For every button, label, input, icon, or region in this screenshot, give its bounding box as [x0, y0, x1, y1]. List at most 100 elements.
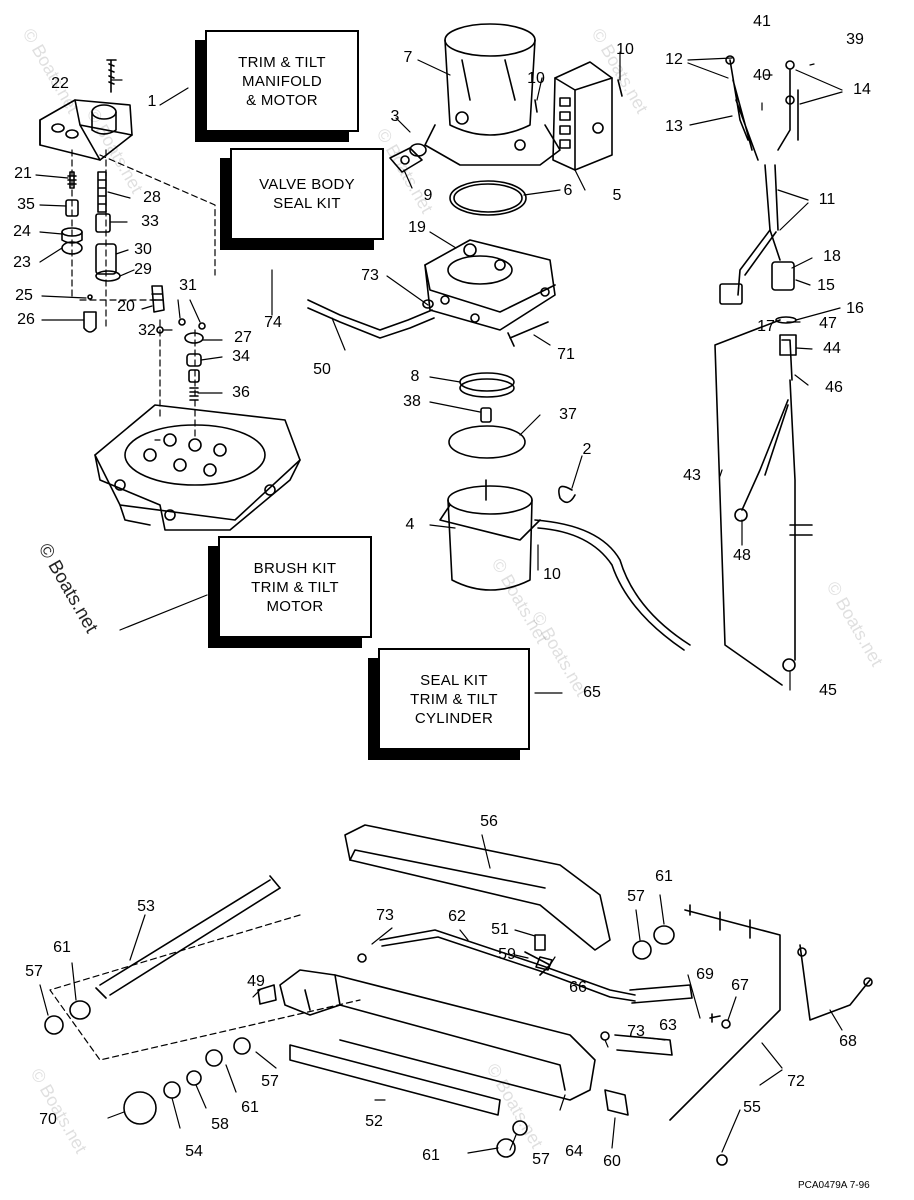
pump-drawing	[424, 239, 556, 331]
part-label: 10	[543, 566, 561, 583]
part-label: 29	[134, 261, 152, 278]
part-label: 66	[569, 979, 587, 996]
part-label: 57	[261, 1073, 279, 1090]
part-label: 14	[853, 81, 871, 98]
part-label: 35	[17, 196, 35, 213]
oring-6	[449, 180, 527, 216]
part-label: 57	[627, 888, 645, 905]
part-label: 55	[743, 1099, 761, 1116]
part-label: 8	[410, 368, 420, 385]
part-label: 25	[15, 287, 33, 304]
part-label: 68	[839, 1033, 857, 1050]
part-label: 23	[13, 254, 31, 271]
callout-box-manifold: TRIM & TILT MANIFOLD & MOTOR	[205, 30, 359, 132]
small-parts-bottom	[44, 925, 731, 1166]
part-label: 67	[731, 977, 749, 994]
harness-drawing	[714, 55, 813, 686]
part-label: 16	[846, 300, 864, 317]
part-label: 21	[14, 165, 32, 182]
plug-9	[389, 143, 427, 173]
manifold-cover-drawing	[39, 59, 133, 161]
part-label: 10	[616, 41, 634, 58]
part-label: 5	[612, 187, 622, 204]
oring-37	[448, 425, 526, 459]
part-label: 24	[13, 223, 31, 240]
part-label: 1	[147, 93, 157, 110]
part-label: 38	[403, 393, 421, 410]
part-label: 43	[683, 467, 701, 484]
part-label: 36	[232, 384, 250, 401]
valve-body-drawing	[94, 404, 301, 531]
part-label: 45	[819, 682, 837, 699]
clamp-8	[459, 372, 515, 398]
part-label: 18	[823, 248, 841, 265]
callout-text-manifold: TRIM & TILT MANIFOLD & MOTOR	[238, 53, 326, 109]
part-label: 71	[557, 346, 575, 363]
part-label: 6	[563, 182, 573, 199]
part-label: 28	[143, 189, 161, 206]
part-label: 48	[733, 547, 751, 564]
part-label: 49	[247, 973, 265, 990]
part-label: 61	[422, 1147, 440, 1164]
part-label: 33	[141, 213, 159, 230]
part-label: 3	[390, 108, 400, 125]
part-label: 44	[823, 340, 841, 357]
part-label: 64	[565, 1143, 583, 1160]
part-label: 69	[696, 966, 714, 983]
part-label: 4	[405, 516, 415, 533]
part-label: 11	[818, 191, 836, 208]
part-label: 73	[627, 1023, 645, 1040]
part-label: 32	[138, 322, 156, 339]
leader-lines	[35, 51, 843, 1154]
part-label: 17	[757, 318, 775, 335]
part-label: 65	[583, 684, 601, 701]
part-label: 62	[448, 908, 466, 925]
callout-box-brush-kit: BRUSH KIT TRIM & TILT MOTOR	[218, 536, 372, 638]
part-label: 60	[603, 1153, 621, 1170]
part-label: 10	[527, 70, 545, 87]
callout-text-brush-kit: BRUSH KIT TRIM & TILT MOTOR	[251, 559, 339, 615]
part-label: 13	[665, 118, 683, 135]
part-label: 51	[491, 921, 509, 938]
callout-box-valve-body: VALVE BODY SEAL KIT	[230, 148, 384, 240]
part-label: 61	[241, 1099, 259, 1116]
dashed-guides	[49, 149, 361, 1061]
part-label: 58	[211, 1116, 229, 1133]
part-label: 2	[582, 441, 592, 458]
trim-cylinder-drawing	[95, 824, 873, 1121]
part-label: 40	[753, 67, 771, 84]
part-label: 61	[53, 939, 71, 956]
part-label: 56	[480, 813, 498, 830]
part-label: 27	[234, 329, 252, 346]
part-label: 53	[137, 898, 155, 915]
part-label: 7	[403, 49, 413, 66]
part-label: 30	[134, 241, 152, 258]
motor-cover-drawing	[424, 23, 561, 166]
part-label: 39	[846, 31, 864, 48]
part-label: 70	[39, 1111, 57, 1128]
clip-2	[558, 485, 576, 504]
part-label: 57	[532, 1151, 550, 1168]
part-label: 72	[787, 1073, 805, 1090]
callout-text-seal-kit: SEAL KIT TRIM & TILT CYLINDER	[410, 671, 498, 727]
part-label: 50	[313, 361, 331, 378]
part-label: 59	[498, 946, 516, 963]
part-label: 61	[655, 868, 673, 885]
callout-text-valve-body: VALVE BODY SEAL KIT	[259, 176, 355, 212]
part-label: 22	[51, 75, 69, 92]
part-label: 52	[365, 1113, 383, 1130]
motor-drawing	[439, 479, 691, 651]
part-label: 20	[117, 298, 135, 315]
part-label: 15	[817, 277, 835, 294]
part-label: 74	[264, 314, 282, 331]
part-label: 73	[376, 907, 394, 924]
part-label: 37	[559, 406, 577, 423]
part-label: 31	[179, 277, 197, 294]
part-label: 57	[25, 963, 43, 980]
part-label: 47	[819, 315, 837, 332]
part-label: 54	[185, 1143, 203, 1160]
drawing-code: PCA0479A 7-96	[798, 1180, 870, 1191]
part-label: 9	[423, 187, 433, 204]
